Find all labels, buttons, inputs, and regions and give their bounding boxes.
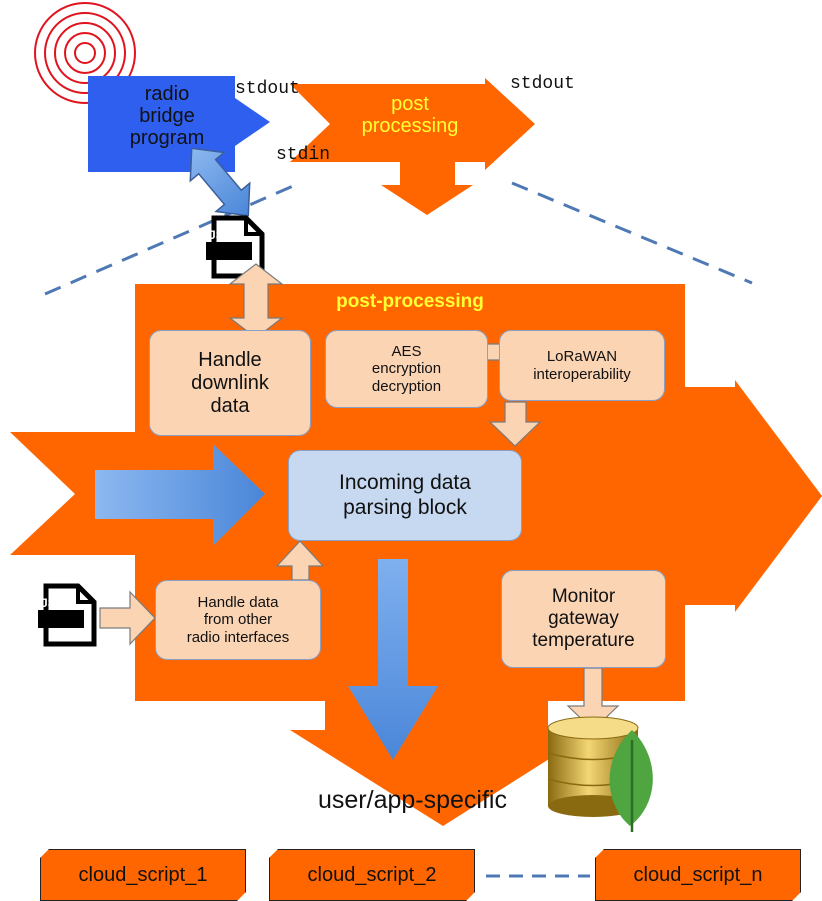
monitor-temperature-box: Monitor gateway temperature — [501, 570, 666, 668]
json-label-top: JSON — [209, 228, 242, 242]
arrow-input-to-parsing — [95, 444, 265, 546]
bidirectional-arrow-radio-json — [189, 147, 251, 217]
incoming-parsing-box: Incoming data parsing block — [288, 450, 522, 541]
cloud-script-n: cloud_script_n — [595, 849, 801, 901]
stdout-left-label: stdout — [235, 79, 300, 99]
aes-box: AES encryption decryption — [325, 330, 488, 408]
json-file-icon-top — [206, 215, 265, 279]
bidirectional-arrow-json-downlink — [228, 263, 284, 339]
stdout-right-label: stdout — [510, 74, 575, 94]
arrow-other-radio-to-parsing — [275, 540, 325, 581]
post-processing-top-label: post processing — [361, 93, 459, 137]
post-processing-top-arrow — [290, 78, 535, 215]
cloud-script-2: cloud_script_2 — [269, 849, 475, 901]
json-file-icon-left — [38, 583, 97, 647]
handle-downlink-box: Handle downlink data — [149, 330, 311, 436]
json-label-left: JSON — [41, 596, 74, 610]
radio-bridge-arrow — [88, 76, 270, 172]
lorawan-box: LoRaWAN interoperability — [499, 330, 665, 401]
radio-waves-icon — [34, 2, 136, 104]
zoom-line-left — [44, 181, 301, 296]
leaf-icon — [609, 730, 653, 832]
stdin-label: stdin — [276, 145, 331, 165]
arrow-parsing-to-output — [348, 559, 438, 760]
post-processing-title: post-processing — [336, 291, 484, 312]
output-arrow — [290, 700, 595, 826]
arrow-json-to-other-radio — [99, 590, 156, 646]
output-label: user/app-specific — [318, 786, 507, 814]
cloud-script-1: cloud_script_1 — [40, 849, 246, 901]
arrow-lorawan-to-parsing — [488, 401, 542, 447]
radio-bridge-label: radio bridge program — [129, 83, 205, 149]
zoom-line-right — [511, 181, 753, 285]
handle-other-radio-box: Handle data from other radio interfaces — [155, 580, 321, 660]
